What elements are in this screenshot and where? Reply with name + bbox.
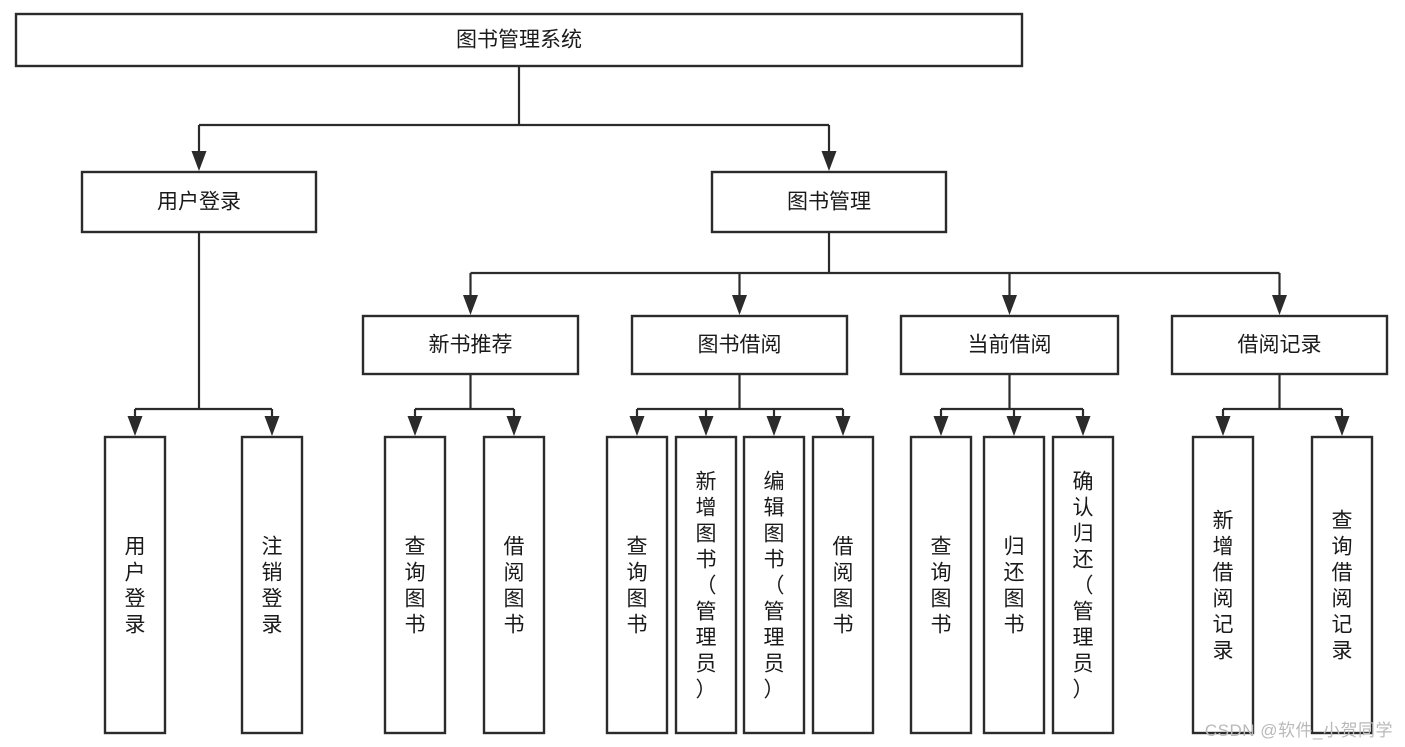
node-box — [742, 435, 806, 735]
node-box — [909, 435, 973, 735]
edges-layer — [127, 66, 1350, 436]
node-leaf-logout[interactable]: 注销登录 — [240, 435, 304, 735]
edge-arrow-icon — [766, 416, 782, 436]
node-user-login[interactable]: 用户登录 — [80, 170, 318, 234]
edge-arrow-icon — [407, 416, 423, 436]
node-leaf-rec-add[interactable]: 新增借阅记录 — [1191, 435, 1255, 735]
edge-arrow-icon — [1002, 295, 1017, 315]
node-root[interactable]: 图书管理系统 — [14, 12, 1024, 68]
node-label: 查询图书 — [627, 535, 648, 636]
node-leaf-borrow-add[interactable]: 新增图书（管理员） — [674, 435, 738, 735]
node-box — [1051, 435, 1115, 735]
node-box — [1191, 435, 1255, 735]
node-label: 图书管理系统 — [456, 29, 582, 52]
node-label: 新书推荐 — [429, 334, 513, 357]
node-label: 借阅记录 — [1238, 334, 1322, 357]
edge-arrow-icon — [629, 416, 645, 436]
edge-arrow-icon — [835, 416, 851, 436]
node-box — [630, 314, 849, 376]
node-leaf-borrow-query[interactable]: 查询图书 — [605, 435, 669, 735]
node-label: 查询图书 — [931, 535, 952, 636]
node-box — [811, 435, 875, 735]
node-leaf-cur-confirm[interactable]: 确认归还（管理员） — [1051, 435, 1115, 735]
edge-arrow-icon — [191, 151, 207, 171]
node-box — [982, 435, 1046, 735]
node-box — [240, 435, 304, 735]
node-box — [103, 435, 167, 735]
node-box — [710, 170, 948, 234]
node-label: 图书管理 — [787, 191, 871, 214]
node-leaf-borrow-do[interactable]: 借阅图书 — [811, 435, 875, 735]
node-label: 查询图书 — [405, 535, 426, 636]
node-label: 借阅图书 — [833, 535, 854, 636]
nodes-layer: 图书管理系统用户登录图书管理新书推荐图书借阅当前借阅借阅记录用户登录注销登录查询… — [14, 12, 1389, 735]
node-box — [899, 314, 1120, 376]
node-box — [605, 435, 669, 735]
node-label: 归还图书 — [1004, 535, 1025, 636]
edge-arrow-icon — [821, 151, 837, 171]
edge-arrow-icon — [933, 416, 949, 436]
node-book-manage[interactable]: 图书管理 — [710, 170, 948, 234]
node-box — [482, 435, 546, 735]
edge-arrow-icon — [1215, 416, 1231, 436]
edge-arrow-icon — [1075, 416, 1091, 436]
node-label: 当前借阅 — [968, 334, 1052, 357]
edge-arrow-icon — [463, 295, 478, 315]
node-label: 用户登录 — [157, 191, 241, 214]
node-leaf-rec-query[interactable]: 查询图书 — [383, 435, 447, 735]
node-box — [361, 314, 580, 376]
node-label: 新增图书（管理员） — [696, 470, 717, 701]
node-book-borrow[interactable]: 图书借阅 — [630, 314, 849, 376]
node-label: 用户登录 — [125, 535, 146, 636]
edge-arrow-icon — [698, 416, 714, 436]
node-leaf-rec-borrow[interactable]: 借阅图书 — [482, 435, 546, 735]
node-leaf-user-login[interactable]: 用户登录 — [103, 435, 167, 735]
watermark-label: CSDN @软件_小贺同学 — [1204, 721, 1393, 740]
edge-arrow-icon — [506, 416, 522, 436]
node-label: 确认归还（管理员） — [1073, 470, 1094, 701]
edge-arrow-icon — [1272, 295, 1287, 315]
node-current-borrow[interactable]: 当前借阅 — [899, 314, 1120, 376]
node-label: 编辑图书（管理员） — [764, 470, 785, 701]
node-label: 新增借阅记录 — [1213, 509, 1234, 662]
node-box — [14, 12, 1024, 68]
node-label: 借阅图书 — [504, 535, 525, 636]
node-label: 图书借阅 — [698, 334, 782, 357]
edge-arrow-icon — [127, 416, 143, 436]
node-leaf-borrow-edit[interactable]: 编辑图书（管理员） — [742, 435, 806, 735]
edge-arrow-icon — [264, 416, 280, 436]
node-leaf-rec-search[interactable]: 查询借阅记录 — [1310, 435, 1374, 735]
node-leaf-cur-return[interactable]: 归还图书 — [982, 435, 1046, 735]
node-new-book-rec[interactable]: 新书推荐 — [361, 314, 580, 376]
node-label: 注销登录 — [262, 535, 283, 636]
node-box — [80, 170, 318, 234]
node-box — [1310, 435, 1374, 735]
edge-arrow-icon — [1334, 416, 1350, 436]
node-label: 查询借阅记录 — [1332, 509, 1353, 662]
node-borrow-record[interactable]: 借阅记录 — [1170, 314, 1389, 376]
edge-arrow-icon — [1006, 416, 1022, 436]
node-box — [383, 435, 447, 735]
edge-arrow-icon — [732, 295, 747, 315]
node-box — [1170, 314, 1389, 376]
node-box — [674, 435, 738, 735]
node-leaf-cur-query[interactable]: 查询图书 — [909, 435, 973, 735]
